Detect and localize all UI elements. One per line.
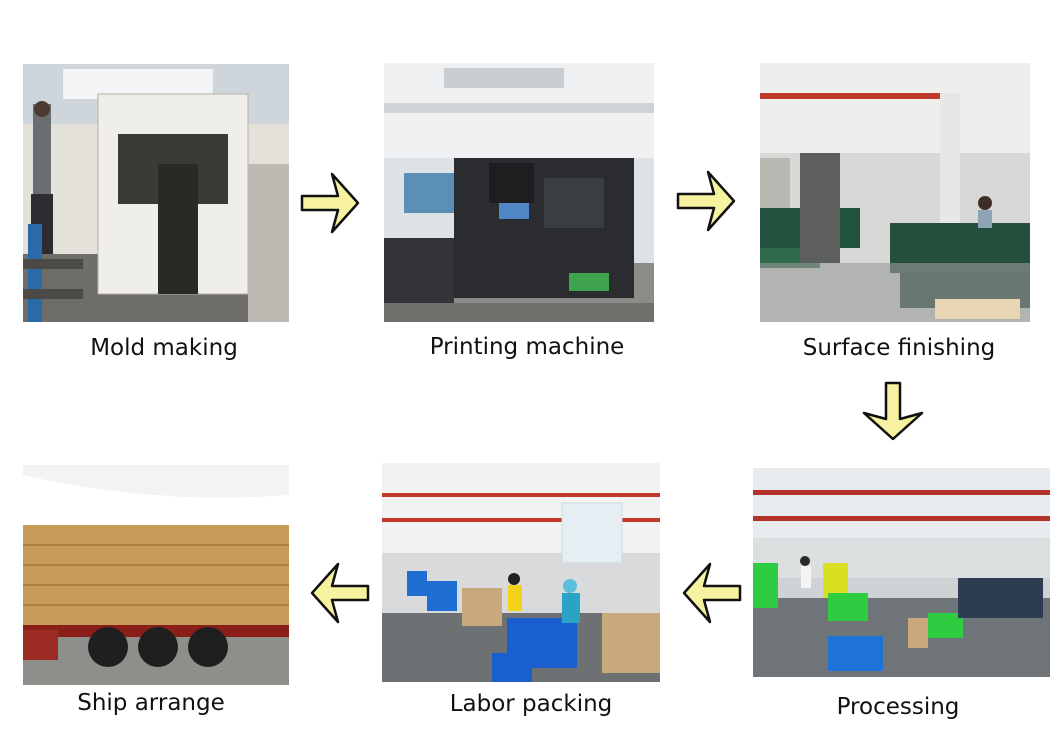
photo-ship-arrange xyxy=(23,465,289,685)
caption-ship-arrange: Ship arrange xyxy=(77,690,225,716)
photo-surface-finishing xyxy=(760,63,1030,322)
caption-printing-machine: Printing machine xyxy=(429,334,625,360)
caption-mold-making: Mold making xyxy=(90,335,238,361)
caption-surface-finishing: Surface finishing xyxy=(802,335,996,361)
photo-processing xyxy=(753,468,1050,677)
arrow-down-icon xyxy=(860,381,926,441)
arrow-right-icon xyxy=(300,170,360,236)
arrow-right-icon xyxy=(676,168,736,234)
arrow-left-icon xyxy=(310,560,370,626)
arrow-left-icon xyxy=(682,560,742,626)
caption-processing: Processing xyxy=(836,694,960,720)
photo-labor-packing xyxy=(382,463,660,682)
caption-labor-packing: Labor packing xyxy=(449,691,613,717)
photo-printing-machine xyxy=(384,63,654,322)
photo-mold-making xyxy=(23,64,289,322)
